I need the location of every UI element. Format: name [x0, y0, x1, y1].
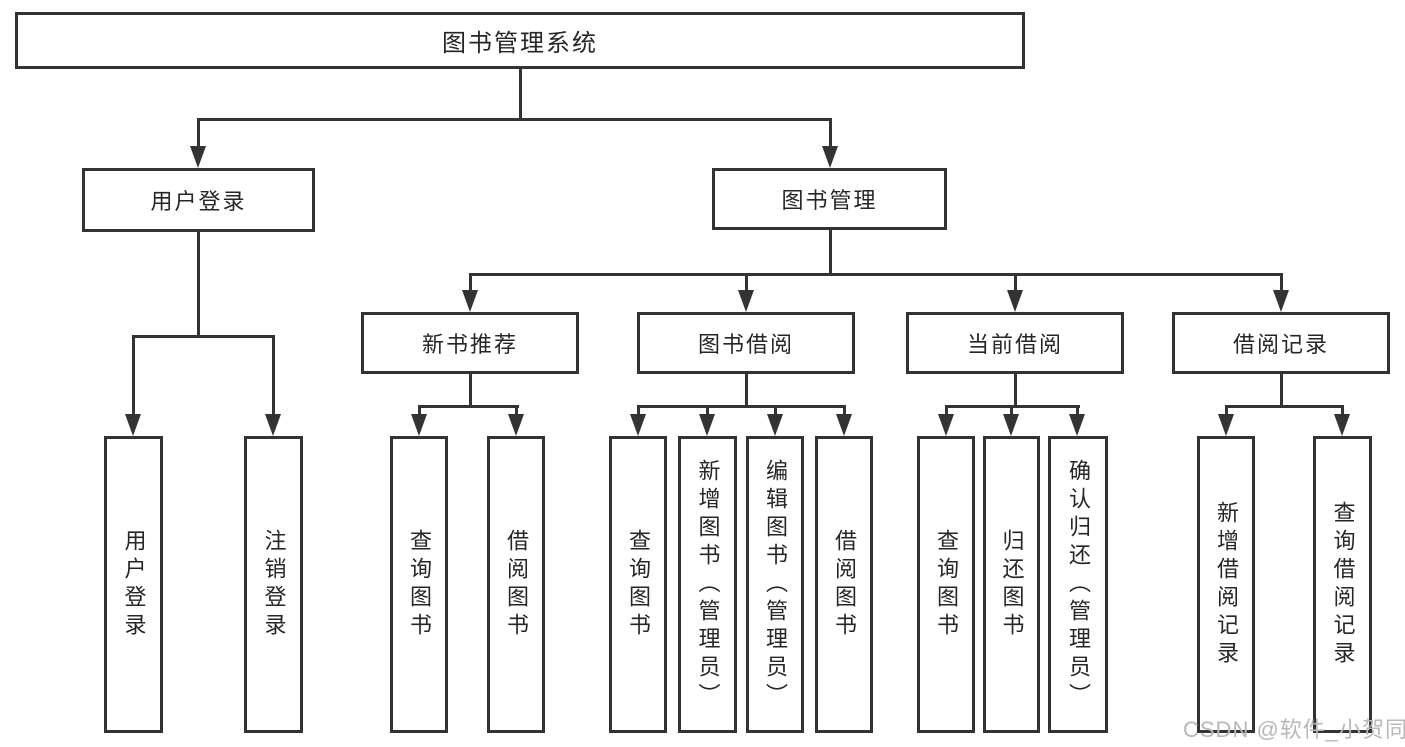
node-label: 归还图书	[999, 528, 1025, 641]
node-recommend-borrow-books: 借阅图书	[487, 436, 545, 733]
node-label: 编辑图书（管理员）	[763, 458, 788, 711]
node-current-confirm-return-admin: 确认归还（管理员）	[1048, 436, 1108, 733]
connector-line	[637, 405, 640, 414]
node-label: 查询图书	[934, 528, 959, 641]
connector-line	[1341, 405, 1344, 414]
node-borrow-add-books-admin: 新增图书（管理员）	[678, 436, 737, 733]
node-label: 查询图书	[626, 528, 651, 641]
connector-line	[132, 335, 135, 414]
node-label: 用户登录	[121, 528, 147, 641]
arrow-down	[411, 414, 427, 436]
arrow-down	[1003, 414, 1019, 436]
connector-line	[197, 118, 832, 121]
node-current-return-books: 归还图书	[983, 436, 1040, 733]
connector-line	[706, 405, 709, 414]
connector-line	[197, 232, 200, 335]
node-borrow-query-books: 查询图书	[609, 436, 667, 733]
connector-line	[519, 69, 522, 118]
connector-line	[843, 405, 846, 414]
connector-line	[829, 230, 832, 273]
connector-line	[469, 273, 1283, 276]
node-label: 查询图书	[407, 528, 432, 641]
node-label: 借阅图书	[504, 528, 529, 641]
connector-line	[1225, 405, 1344, 408]
arrow-down	[265, 414, 281, 436]
connector-line	[132, 335, 275, 338]
arrow-down	[508, 414, 524, 436]
arrow-down	[767, 414, 783, 436]
connector-line	[945, 405, 948, 414]
node-current-borrowing: 当前借阅	[906, 312, 1124, 374]
arrow-down	[1007, 290, 1023, 312]
node-library-management-system: 图书管理系统	[15, 12, 1025, 69]
connector-line	[1280, 273, 1283, 290]
connector-line	[1014, 374, 1017, 405]
node-user-login: 用户登录	[82, 168, 315, 232]
connector-line	[774, 405, 777, 414]
node-current-query-books: 查询图书	[917, 436, 975, 733]
csdn-watermark: CSDN @软件_小贺同学	[1183, 717, 1405, 742]
connector-line	[272, 335, 275, 414]
node-records-add-record: 新增借阅记录	[1197, 436, 1255, 733]
arrow-down	[1334, 414, 1350, 436]
node-label: 借阅图书	[832, 528, 857, 641]
arrow-down	[462, 290, 478, 312]
arrow-down	[190, 146, 206, 168]
connector-line	[418, 405, 421, 414]
connector-line	[1014, 273, 1017, 290]
node-records-query-record: 查询借阅记录	[1313, 436, 1372, 733]
connector-line	[469, 273, 472, 290]
connector-line	[1076, 405, 1079, 414]
connector-line	[1225, 405, 1228, 414]
connector-line	[637, 405, 846, 408]
connector-line	[515, 405, 518, 414]
connector-line	[829, 118, 832, 146]
node-borrow-edit-books-admin: 编辑图书（管理员）	[746, 436, 804, 733]
arrow-down	[836, 414, 852, 436]
connector-line	[1280, 374, 1283, 405]
connector-line	[469, 374, 472, 405]
arrow-down	[822, 146, 838, 168]
node-label: 确认归还（管理员）	[1066, 458, 1091, 711]
node-user-login-leaf: 用户登录	[104, 436, 163, 733]
node-borrow-borrow-books: 借阅图书	[815, 436, 873, 733]
node-label: 新增借阅记录	[1214, 500, 1239, 669]
node-label: 新增图书（管理员）	[695, 458, 721, 711]
node-label: 查询借阅记录	[1330, 500, 1356, 669]
node-recommend-query-books: 查询图书	[390, 436, 448, 733]
node-book-borrowing: 图书借阅	[637, 312, 855, 374]
arrow-down	[699, 414, 715, 436]
node-borrowing-records: 借阅记录	[1172, 312, 1390, 374]
arrow-down	[125, 414, 141, 436]
arrow-down	[1218, 414, 1234, 436]
connector-line	[1010, 405, 1013, 414]
arrow-down	[1069, 414, 1085, 436]
connector-line	[418, 405, 519, 408]
connector-line	[745, 273, 748, 290]
connector-line	[745, 374, 748, 405]
arrow-down	[1273, 290, 1289, 312]
node-book-management: 图书管理	[712, 168, 947, 230]
arrow-down	[630, 414, 646, 436]
node-label: 注销登录	[261, 528, 287, 641]
arrow-down	[738, 290, 754, 312]
connector-line	[197, 118, 200, 146]
arrow-down	[938, 414, 954, 436]
node-logout-login: 注销登录	[244, 436, 303, 733]
node-new-book-recommendation: 新书推荐	[361, 312, 579, 374]
